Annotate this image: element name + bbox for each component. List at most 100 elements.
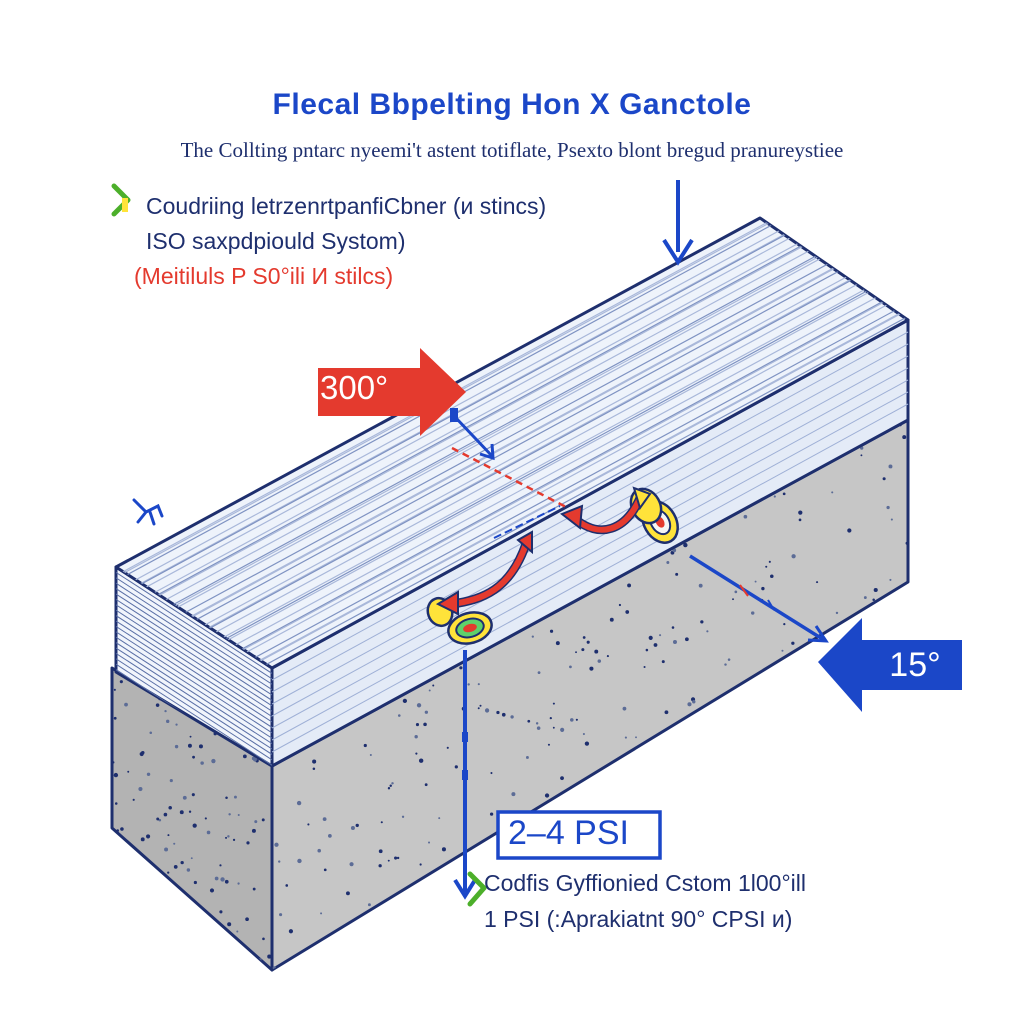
- concrete-speck: [765, 565, 768, 568]
- concrete-speck: [138, 787, 143, 792]
- concrete-speck: [816, 581, 819, 584]
- concrete-speck: [656, 788, 659, 791]
- grain-line: [116, 625, 272, 728]
- concrete-speck: [511, 792, 516, 797]
- concrete-speck: [589, 666, 594, 671]
- concrete-speck: [138, 927, 143, 931]
- concrete-speck: [387, 787, 391, 790]
- concrete-speck: [671, 626, 675, 629]
- concrete-speck: [510, 715, 514, 719]
- chevron-right-icon: [111, 183, 131, 217]
- concrete-speck: [120, 827, 124, 831]
- concrete-speck: [428, 841, 431, 844]
- concrete-speck: [177, 909, 181, 912]
- concrete-speck: [317, 848, 321, 853]
- concrete-speck: [279, 913, 283, 917]
- grain-line: [127, 225, 813, 598]
- grain-line: [219, 289, 905, 662]
- concrete-speck: [454, 765, 458, 769]
- concrete-speck: [187, 743, 192, 748]
- concrete-speck: [584, 741, 590, 746]
- concrete-speck: [189, 946, 194, 951]
- concrete-speck: [805, 952, 808, 956]
- concrete-speck: [415, 947, 418, 951]
- concrete-speck: [158, 818, 162, 822]
- concrete-speck: [726, 776, 730, 780]
- small-blue-indicator: [450, 408, 495, 461]
- concrete-speck: [296, 441, 301, 446]
- concrete-speck: [880, 892, 884, 896]
- concrete-speck: [134, 897, 139, 902]
- grain-line: [116, 571, 272, 674]
- concrete-speck: [712, 855, 717, 861]
- concrete-speck: [350, 825, 355, 830]
- concrete-speck: [794, 854, 797, 857]
- concrete-speck: [441, 847, 446, 852]
- concrete-speck: [296, 800, 302, 806]
- concrete-speck: [423, 722, 427, 727]
- concrete-speck: [175, 723, 178, 726]
- grain-line: [116, 577, 272, 680]
- concrete-speck: [128, 939, 131, 943]
- concrete-speck: [609, 617, 614, 622]
- concrete-speck: [349, 862, 354, 867]
- concrete-speck: [698, 583, 703, 588]
- concrete-speck: [781, 649, 784, 652]
- concrete-speck: [219, 864, 222, 867]
- grain-line: [196, 270, 882, 643]
- concrete-speck: [188, 810, 192, 813]
- concrete-speck: [799, 755, 802, 758]
- concrete-speck: [459, 666, 463, 670]
- concrete-speck: [380, 821, 383, 824]
- concrete-speck: [798, 510, 803, 515]
- concrete-speck: [555, 641, 560, 646]
- concrete-speck: [183, 919, 186, 922]
- concrete-speck: [560, 776, 564, 781]
- concrete-speck: [738, 693, 743, 698]
- concrete-speck: [882, 759, 885, 763]
- concrete-speck: [766, 806, 770, 810]
- concrete-speck: [490, 772, 493, 775]
- concrete-speck: [661, 660, 665, 664]
- concrete-speck: [822, 913, 827, 917]
- concrete-speck: [681, 979, 683, 981]
- grain-line: [205, 277, 891, 650]
- grain-line: [116, 615, 272, 718]
- grain-line: [224, 288, 908, 661]
- concrete-speck: [184, 900, 188, 904]
- concrete-speck: [810, 915, 815, 920]
- concrete-speck: [549, 629, 554, 633]
- concrete-speck: [206, 830, 211, 835]
- concrete-speck: [687, 702, 692, 707]
- concrete-speck: [701, 939, 704, 942]
- concrete-speck: [589, 900, 594, 905]
- grain-line: [116, 663, 272, 766]
- concrete-speck: [378, 864, 382, 868]
- concrete-speck: [437, 944, 440, 948]
- concrete-speck: [198, 744, 203, 749]
- concrete-speck: [192, 823, 197, 828]
- page-subtitle: The Collting pntarc nyeemi't astent toti…: [180, 138, 844, 162]
- angle-15-label: 15°: [889, 646, 941, 684]
- grain-line: [116, 658, 272, 761]
- concrete-speck: [675, 785, 679, 788]
- concrete-speck: [227, 922, 232, 927]
- concrete-speck: [401, 815, 405, 818]
- wood-grain-right: [271, 331, 909, 753]
- concrete-speck: [825, 879, 829, 883]
- concrete-speck: [606, 947, 609, 950]
- pressure-label: 2–4 PSI: [508, 814, 629, 852]
- concrete-speck: [474, 931, 477, 935]
- concrete-speck: [372, 936, 378, 941]
- concrete-speck: [190, 857, 193, 860]
- concrete-speck: [889, 603, 892, 606]
- concrete-speck: [189, 735, 192, 738]
- concrete-speck: [237, 813, 240, 817]
- concrete-speck: [831, 491, 834, 494]
- concrete-speck: [396, 856, 400, 860]
- concrete-speck: [805, 752, 809, 756]
- concrete-speck: [246, 841, 250, 845]
- concrete-speck: [484, 708, 490, 713]
- concrete-speck: [204, 960, 207, 964]
- concrete-speck: [724, 663, 727, 666]
